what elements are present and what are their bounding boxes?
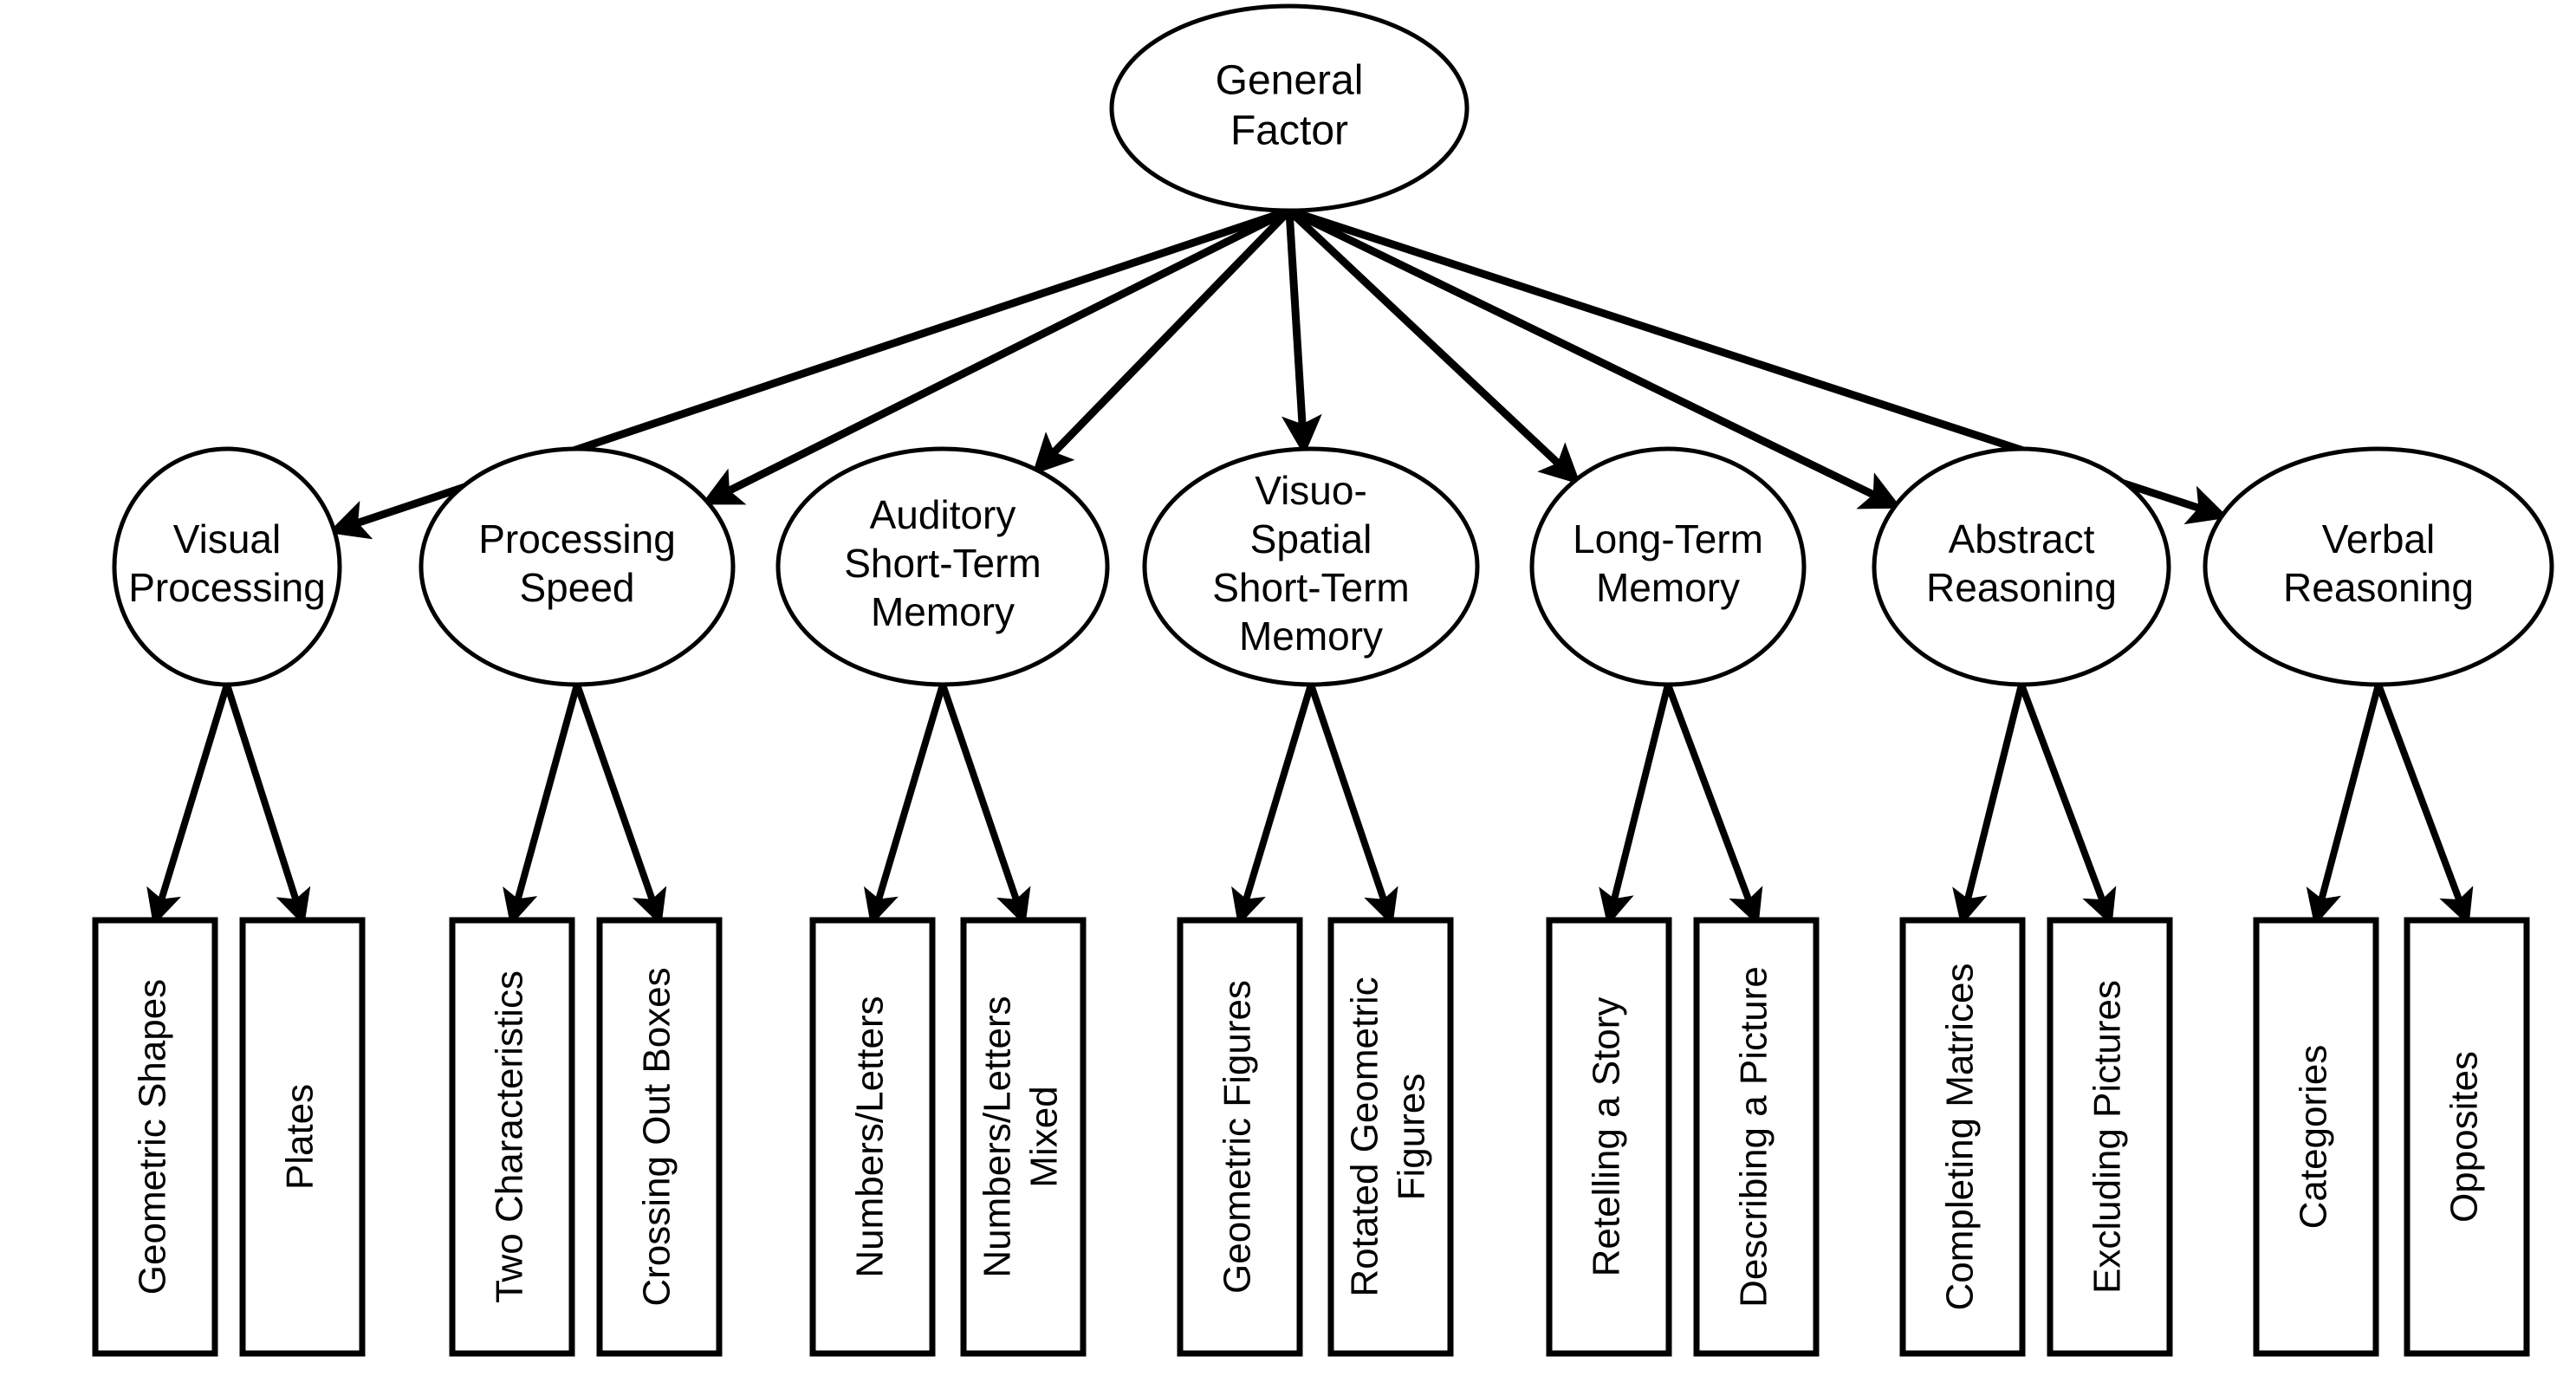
general-factor-label-line: General (1216, 58, 1364, 104)
path-visual-processing-to-geometric-shapes (146, 683, 230, 926)
indicator-box-excluding-pictures[interactable] (2047, 917, 2173, 1357)
general-factor-ellipse[interactable] (1109, 3, 1470, 213)
indicator-label-line: Two Characteristics (489, 970, 531, 1303)
indicator-label-line: Geometric Figures (1217, 980, 1259, 1294)
indicator-label-line: Plates (279, 1084, 321, 1190)
path-general-to-long-term-memory (1286, 207, 1581, 485)
factor-label-line: Abstract (1949, 516, 2095, 561)
factor-ellipse-visuo-spatial-short-term-memory[interactable] (1142, 446, 1480, 687)
path-visuo-spatial-short-term-memory-to-rotated-geometric-figures (1307, 683, 1398, 926)
factor-label-line: Short-Term (844, 541, 1041, 586)
path-general-to-visuo-spatial-short-term-memory (1282, 210, 1322, 456)
path-auditory-short-term-memory-to-numbers-letters (863, 683, 946, 926)
indicator-label-line: Categories (2293, 1045, 2335, 1230)
indicator-label-line: Crossing Out Boxes (636, 967, 678, 1306)
path-abstract-reasoning-to-excluding-pictures (2018, 683, 2117, 926)
indicator-label-line: Rotated Geometric (1344, 977, 1386, 1296)
factor-label-line: Visual (173, 516, 281, 561)
factor-label-line: Processing (478, 516, 676, 561)
path-long-term-memory-to-retelling-a-story (1599, 684, 1671, 926)
path-processing-speed-to-two-characteristics (503, 683, 581, 926)
path-general-to-processing-speed (701, 206, 1292, 505)
indicator-box-geometric-figures[interactable] (1177, 917, 1303, 1357)
factor-label-line: Memory (1596, 565, 1740, 610)
factor-ellipse-processing-speed[interactable] (419, 446, 736, 687)
path-visuo-spatial-short-term-memory-to-geometric-figures (1231, 683, 1314, 926)
indicator-label-line: Excluding Pictures (2086, 980, 2129, 1294)
factor-label-line: Short-Term (1212, 565, 1409, 610)
factor-label-line: Long-Term (1573, 516, 1763, 561)
indicator-label-line: Figures (1391, 1074, 1433, 1201)
indicator-box-geometric-shapes[interactable] (92, 917, 218, 1357)
indicator-box-retelling-a-story[interactable] (1546, 917, 1672, 1357)
factor-label-line: Spatial (1250, 516, 1372, 561)
indicator-box-categories[interactable] (2253, 917, 2379, 1357)
indicator-label-line: Geometric Shapes (132, 979, 174, 1295)
path-verbal-reasoning-to-opposites (2375, 683, 2474, 926)
factor-indicator-paths (146, 683, 2474, 926)
factor-label-line: Memory (871, 589, 1015, 634)
indicator-label-line: Numbers/Letters (977, 996, 1019, 1277)
indicator-box-plates[interactable] (239, 917, 366, 1357)
indicator-label-line: Numbers/Letters (849, 996, 892, 1277)
indicator-box-crossing-out-boxes[interactable] (596, 917, 723, 1357)
factor-ellipse-auditory-short-term-memory[interactable] (775, 446, 1110, 687)
path-visual-processing-to-plates (224, 683, 311, 926)
factor-label-line: Visuo- (1255, 468, 1367, 513)
indicator-box-describing-a-picture[interactable] (1693, 917, 1820, 1357)
factor-ellipses: VisualProcessingProcessingSpeedAuditoryS… (112, 446, 2554, 687)
path-general-to-auditory-short-term-memory (1032, 207, 1293, 475)
factor-ellipse-visual-processing[interactable] (112, 446, 342, 687)
indicator-label-line: Describing a Picture (1733, 966, 1775, 1308)
path-processing-speed-to-crossing-out-boxes (574, 683, 667, 926)
factor-label-line: Memory (1239, 613, 1383, 659)
indicator-label-line: Completing Matrices (1939, 963, 1982, 1310)
indicator-label-line: Mixed (1023, 1086, 1066, 1187)
indicator-box-numbers-letters[interactable] (809, 917, 936, 1357)
path-abstract-reasoning-to-completing-matrices (1952, 684, 2025, 926)
factor-ellipse-abstract-reasoning[interactable] (1872, 446, 2171, 687)
path-general-to-abstract-reasoning (1288, 206, 1902, 510)
indicator-label-line: Retelling a Story (1586, 997, 1628, 1277)
factor-label-line: Reasoning (1926, 565, 2117, 610)
indicator-box-rotated-geometric-figures[interactable] (1327, 917, 1454, 1357)
factor-label-line: Reasoning (2283, 565, 2474, 610)
path-long-term-memory-to-describing-a-picture (1664, 683, 1763, 926)
factor-label-line: Speed (519, 565, 634, 610)
factor-label-line: Auditory (870, 492, 1016, 537)
indicator-box-numbers-letters-mixed[interactable] (960, 917, 1087, 1357)
factor-ellipse-verbal-reasoning[interactable] (2203, 446, 2554, 687)
indicator-box-two-characteristics[interactable] (449, 917, 575, 1357)
path-verbal-reasoning-to-categories (2306, 683, 2382, 926)
general-factor-label-line: Factor (1230, 108, 1348, 154)
indicator-label-line: Opposites (2443, 1051, 2486, 1223)
indicator-boxes: Geometric Shapes Plates Two Characteristic… (92, 917, 2530, 1357)
factor-label-line: Verbal (2322, 516, 2435, 561)
factor-label-line: Processing (128, 565, 326, 610)
indicator-box-completing-matrices[interactable] (1899, 917, 2026, 1357)
indicator-box-opposites[interactable] (2404, 917, 2530, 1357)
factor-ellipse-long-term-memory[interactable] (1529, 446, 1807, 687)
path-auditory-short-term-memory-to-numbers-letters-mixed (939, 683, 1031, 926)
